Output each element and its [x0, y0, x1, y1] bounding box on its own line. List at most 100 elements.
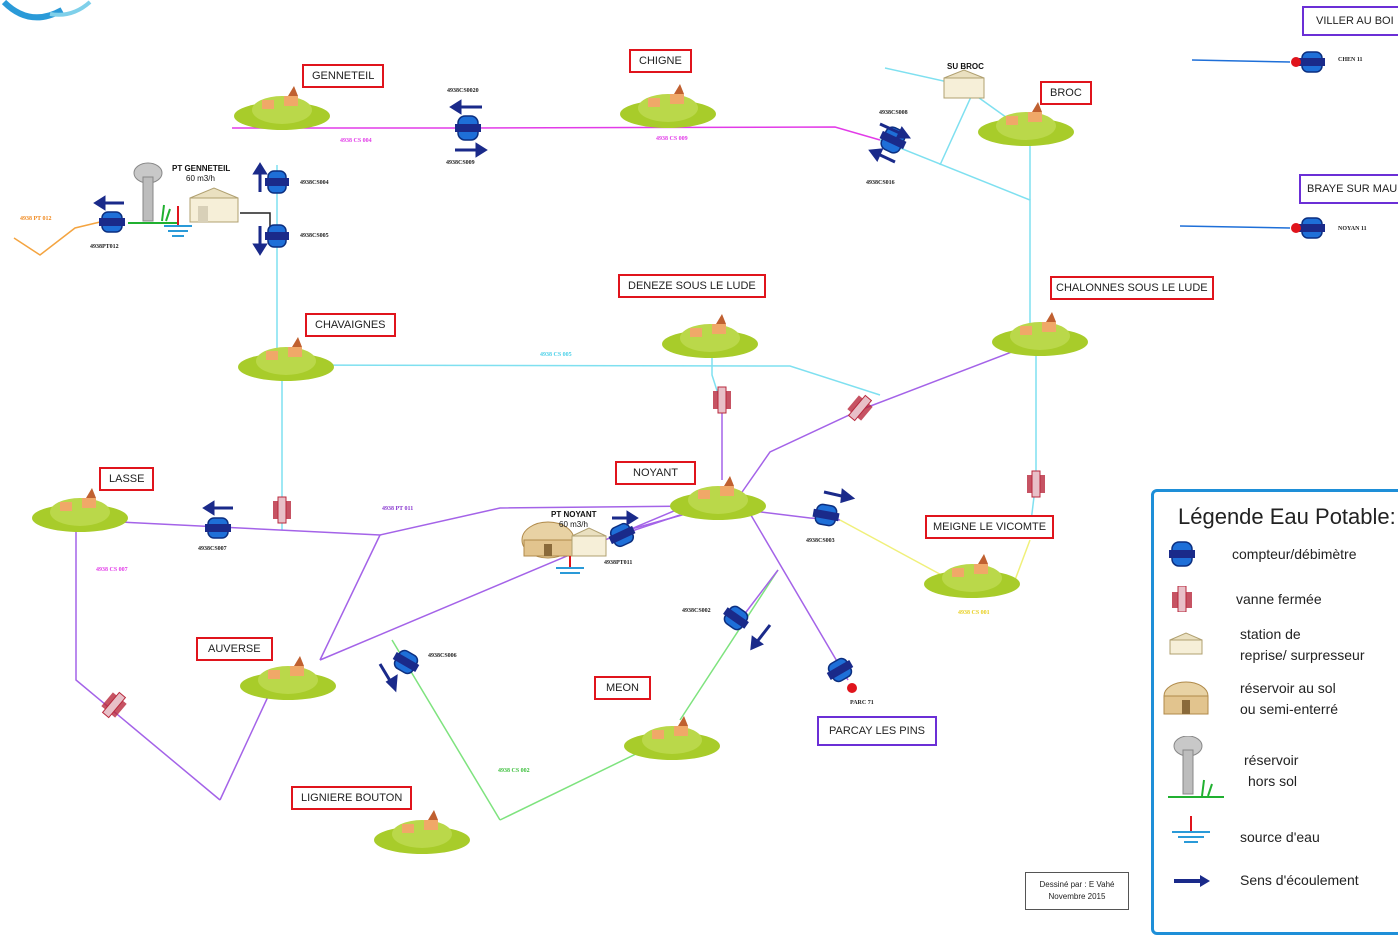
pipe-cs005	[279, 364, 881, 396]
legend-title: Légende Eau Potable:	[1178, 504, 1396, 529]
meter-label-cs0003: 4938CS003	[806, 538, 835, 544]
pipe-auverse-noyant	[319, 499, 701, 661]
town-hill-ligniere	[374, 810, 470, 854]
arrow-icon-7	[93, 195, 124, 211]
meter-icon-parc71	[826, 657, 854, 683]
water-source-icon	[1172, 816, 1210, 843]
town-hill-auverse	[240, 656, 336, 700]
town-label-auverse: AUVERSE	[196, 637, 273, 661]
town-label-chigne: CHIGNE	[629, 49, 692, 73]
meter-icon-cs0003	[812, 503, 840, 527]
pumping-station-icon	[1169, 632, 1203, 655]
pipe-pt012	[13, 221, 101, 256]
town-label-ligniere: LIGNIERE BOUTON	[291, 786, 413, 810]
town-hill-meigne	[924, 554, 1020, 598]
pipe-label-pt012: 4938 PT 012	[20, 216, 52, 222]
meter-label-cs0016: 4938CS016	[866, 180, 895, 186]
meter-icon-pt011	[608, 522, 636, 548]
meter-label-noyan11: NOYAN 11	[1338, 226, 1367, 232]
meter-label-cs0002: 4938CS002	[682, 608, 711, 614]
meter-label-cs0009: 4938CS009	[446, 160, 475, 166]
town-hill-broc	[978, 102, 1074, 146]
arrow-icon-11	[750, 624, 772, 651]
pumping-station-icon-noyant	[571, 527, 607, 557]
valve-icon-3	[847, 394, 873, 422]
water-source-icon-genneteil	[164, 206, 192, 237]
legend-item-valve: vanne fermée	[1236, 591, 1322, 607]
pipe-noyan11	[1179, 225, 1291, 229]
plant-label-su-broc: SU BROC	[947, 62, 984, 71]
pipe-label-cs007: 4938 CS 007	[96, 567, 128, 573]
legend-item-flow: Sens d'écoulement	[1240, 872, 1359, 888]
pipe-noyant-meon-purple	[739, 569, 779, 621]
town-hill-noyant	[670, 476, 766, 520]
pumping-station-icon-genneteil	[189, 187, 239, 223]
town-hill-lasse	[32, 488, 128, 532]
pipe-label-cs009: 4938 CS 009	[656, 136, 688, 142]
source-dot-noyan11	[1291, 223, 1301, 233]
town-label-chalonnes: CHALONNES SOUS LE LUDE	[1050, 276, 1214, 300]
credit-author: Dessiné par : E Vahé	[1039, 880, 1115, 889]
meter-label-cs0007: 4938CS007	[198, 546, 227, 552]
meters	[99, 51, 1325, 693]
pipe-cs004	[232, 126, 881, 141]
valve-icon-5	[101, 691, 127, 719]
arrow-icon-9	[612, 510, 639, 526]
meter-label-cs0020: 4938CS0020	[447, 88, 479, 94]
meter-icon-cs0002	[723, 605, 749, 631]
pipe-cs002	[499, 751, 641, 821]
town-hill-deneze	[662, 314, 758, 358]
ground-reservoir-icon-noyant	[521, 521, 575, 559]
pipe-chalonnes-meigne	[1029, 345, 1037, 531]
valve-icon-4	[1027, 470, 1045, 498]
meter-label-parc71: PARC 71	[850, 700, 874, 706]
town-label-parcay: PARCAY LES PINS	[817, 716, 937, 746]
town-label-braye-sur-maulne: BRAYE SUR MAUL	[1299, 174, 1398, 204]
source-dot-chen11	[1291, 57, 1301, 67]
meter-icon-cs0007	[205, 517, 231, 539]
flow-arrows	[93, 99, 911, 693]
meter-icon-cs0004	[265, 170, 289, 194]
meter-label-cs0005: 4938CS005	[300, 233, 329, 239]
pipe-su-broc-2	[974, 94, 1011, 121]
pipe-broc-chalonnes	[879, 139, 1031, 325]
pipe-auverse-south	[219, 687, 273, 801]
ground-reservoir-icon	[1163, 681, 1209, 715]
town-hill-chigne	[620, 84, 716, 128]
valve-icon-1	[273, 496, 291, 524]
flow-arrow-icon	[1174, 875, 1210, 887]
pipe-meon-noyant	[679, 569, 779, 721]
pipe-lines	[13, 59, 1291, 821]
water-tower-legend-icon	[1168, 736, 1224, 798]
meter-icon-cs0020	[455, 115, 481, 141]
meter-icon-cs0005	[265, 224, 289, 248]
pipe-label-cs004: 4938 CS 004	[340, 138, 372, 144]
arrow-icon-4	[879, 122, 911, 139]
arrow-icon-2	[455, 142, 488, 158]
meter-label-chen11: CHEN 11	[1338, 57, 1363, 63]
meter-label-cs0006: 4938CS006	[428, 653, 457, 659]
pipe-lasse-south	[75, 525, 221, 801]
legend-item-meter: compteur/débimètre	[1232, 546, 1357, 562]
town-hill-meon	[624, 716, 720, 760]
pipe-chen11	[1191, 59, 1291, 63]
water-tower-icon	[128, 162, 178, 224]
water-source-icon-noyant	[556, 556, 584, 574]
meter-label-pt012: 4938PT012	[90, 244, 119, 250]
town-label-viller-au-bois: VILLER AU BOI	[1302, 6, 1398, 36]
meter-label-cs0004: 4938CS004	[300, 180, 329, 186]
network-diagram	[13, 51, 1325, 821]
arrow-icon-12	[378, 663, 398, 693]
pumping-station-icon-su-broc	[943, 69, 985, 99]
source-dot-parc71	[847, 683, 857, 693]
pipe-noyant-chalonnes	[739, 344, 1031, 496]
town-label-genneteil: GENNETEIL	[302, 64, 385, 88]
pipe-auverse-n	[319, 534, 381, 661]
arrow-icon-10	[823, 488, 856, 504]
meter-icon-pt012	[99, 211, 125, 233]
arrow-icon-3	[868, 148, 896, 164]
